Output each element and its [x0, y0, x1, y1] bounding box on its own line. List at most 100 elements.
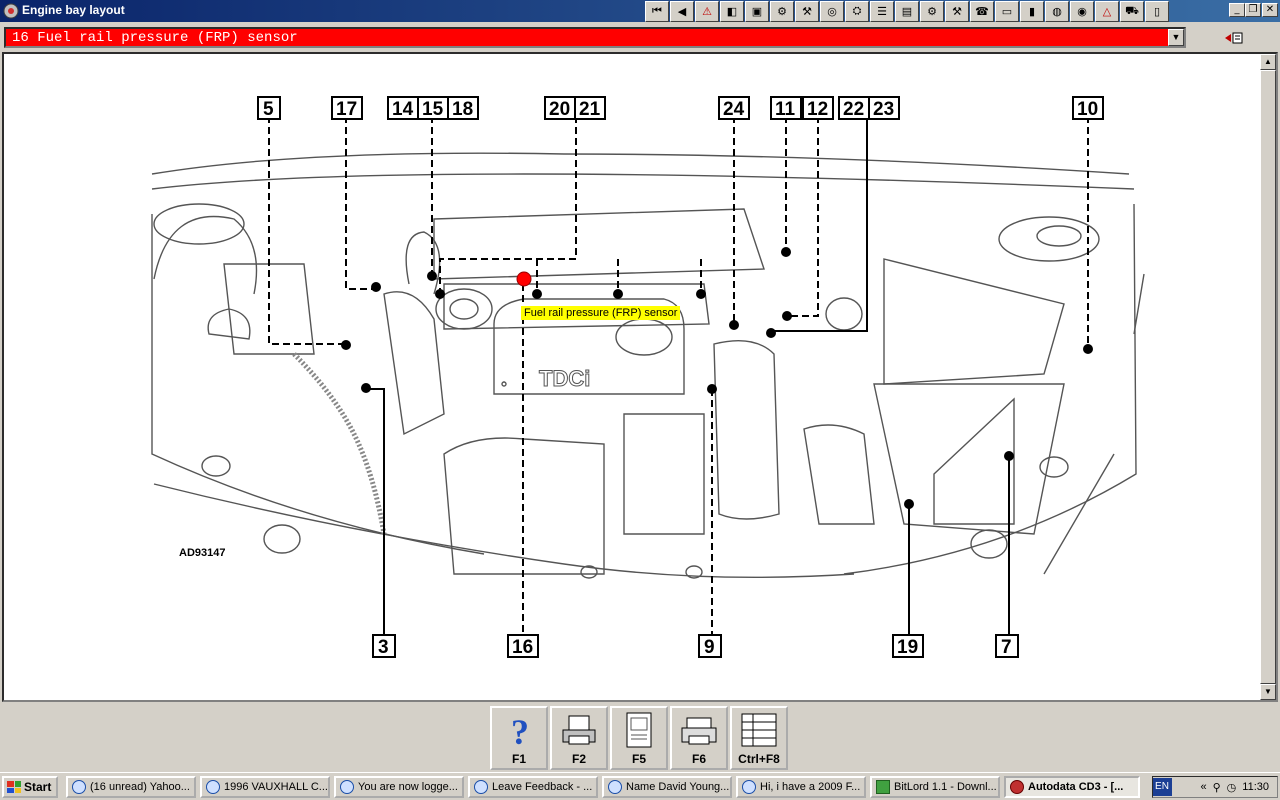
callout-18[interactable]: 18: [447, 96, 479, 120]
svg-text:24: 24: [723, 99, 745, 120]
back-toolbar-button[interactable]: ◀: [670, 1, 694, 22]
save-icon: ▤: [901, 6, 913, 18]
monitor-toolbar-button[interactable]: ▣: [745, 1, 769, 22]
highlighted-sensor-marker[interactable]: [516, 271, 532, 287]
minimize-button[interactable]: _: [1229, 3, 1245, 17]
callout-19[interactable]: 19: [892, 634, 924, 658]
engine-toolbar-button[interactable]: ⛭: [845, 1, 869, 22]
svg-text:5: 5: [263, 99, 274, 120]
callout-17[interactable]: 17: [331, 96, 363, 120]
callout-3[interactable]: 3: [372, 634, 396, 658]
browser-icon: [340, 780, 354, 794]
task-question[interactable]: Hi, i have a 2009 F...: [736, 776, 866, 798]
document-icon: [626, 712, 652, 748]
belt-toolbar-button[interactable]: ◍: [1045, 1, 1069, 22]
scroll-thumb[interactable]: [1260, 70, 1276, 684]
callout-21[interactable]: 21: [574, 96, 606, 120]
warning-toolbar-button[interactable]: ⚠: [695, 1, 719, 22]
save-toolbar-button[interactable]: ▤: [895, 1, 919, 22]
document-button[interactable]: F5: [610, 706, 668, 770]
phone-icon: ☎: [975, 6, 989, 18]
contrast-toolbar-button[interactable]: ◧: [720, 1, 744, 22]
callout-22[interactable]: 22: [838, 96, 870, 120]
svg-text:17: 17: [336, 99, 357, 120]
car-icon: ⛟: [1125, 4, 1139, 17]
task-yahoo[interactable]: (16 unread) Yahoo...: [66, 776, 196, 798]
wheel-toolbar-button[interactable]: ◉: [1070, 1, 1094, 22]
callout-16[interactable]: 16: [507, 634, 539, 658]
close-button[interactable]: ✕: [1262, 3, 1278, 17]
svg-text:14: 14: [392, 99, 414, 120]
list-toolbar-button[interactable]: ☰: [870, 1, 894, 22]
callout-14[interactable]: 14: [387, 96, 419, 120]
task-name[interactable]: Name David Young...: [602, 776, 732, 798]
svg-text:12: 12: [807, 99, 828, 120]
callout-11[interactable]: 11: [770, 96, 802, 120]
car-toolbar-button[interactable]: ⛟: [1120, 1, 1144, 22]
callout-23[interactable]: 23: [868, 96, 900, 120]
disc-toolbar-button[interactable]: ◎: [820, 1, 844, 22]
window-title: Engine bay layout: [22, 3, 125, 17]
tray-expand-icon[interactable]: «: [1200, 781, 1207, 793]
table-button[interactable]: Ctrl+F8: [730, 706, 788, 770]
app-icon: [3, 3, 19, 19]
svg-text:21: 21: [579, 99, 601, 120]
battery-toolbar-button[interactable]: ▮: [1020, 1, 1044, 22]
tools-icon: ⚙: [927, 6, 937, 18]
gear-toolbar-button[interactable]: ⚙: [770, 1, 794, 22]
autodata-icon: [1010, 780, 1024, 794]
svg-text:19: 19: [897, 637, 918, 658]
network-icon[interactable]: ⚲: [1212, 781, 1221, 794]
first-toolbar-button[interactable]: ⏮: [645, 1, 669, 22]
callout-5[interactable]: 5: [257, 96, 281, 120]
browser-icon: [72, 780, 86, 794]
table-icon: [741, 713, 777, 747]
function-key-bar: ? F1 F2 F5: [0, 702, 1280, 772]
svg-text:11: 11: [775, 99, 796, 120]
browser-icon: [474, 780, 488, 794]
svg-text:3: 3: [378, 637, 389, 658]
wrench-toolbar-button[interactable]: ⚒: [795, 1, 819, 22]
alert-toolbar-button[interactable]: △: [1095, 1, 1119, 22]
help-button[interactable]: ? F1: [490, 706, 548, 770]
monitor-icon: ▣: [751, 6, 763, 18]
spanner-toolbar-button[interactable]: ⚒: [945, 1, 969, 22]
component-select[interactable]: 16 Fuel rail pressure (FRP) sensor ▼: [4, 27, 1186, 48]
component-select-value: 16 Fuel rail pressure (FRP) sensor: [12, 30, 298, 46]
engine-bay-diagram: TDCi: [151, 96, 1145, 658]
notepad-toolbar-button[interactable]: ▯: [1145, 1, 1169, 22]
phone-toolbar-button[interactable]: ☎: [970, 1, 994, 22]
task-autodata[interactable]: Autodata CD3 - [...: [1004, 776, 1140, 798]
task-feedback[interactable]: Leave Feedback - ...: [468, 776, 598, 798]
list-view-icon[interactable]: [1190, 27, 1278, 48]
callout-7[interactable]: 7: [995, 634, 1019, 658]
svg-text:15: 15: [422, 99, 444, 120]
svg-text:16: 16: [512, 637, 533, 658]
task-vauxhall[interactable]: 1996 VAUXHALL C...: [200, 776, 330, 798]
callout-15[interactable]: 15: [417, 96, 449, 120]
start-button[interactable]: Start: [2, 776, 58, 798]
screen-toolbar-button[interactable]: ▭: [995, 1, 1019, 22]
component-selector-bar: 16 Fuel rail pressure (FRP) sensor ▼: [0, 22, 1280, 52]
callout-20[interactable]: 20: [544, 96, 576, 120]
restore-button[interactable]: ❐: [1245, 3, 1261, 17]
task-bitlord[interactable]: BitLord 1.1 - Downl...: [870, 776, 1000, 798]
belt-icon: ◍: [1052, 6, 1062, 18]
vertical-scrollbar[interactable]: ▲ ▼: [1260, 54, 1276, 700]
callout-12[interactable]: 12: [802, 96, 834, 120]
tools-toolbar-button[interactable]: ⚙: [920, 1, 944, 22]
contrast-icon: ◧: [726, 6, 738, 18]
callout-24[interactable]: 24: [718, 96, 750, 120]
printer-button[interactable]: F6: [670, 706, 728, 770]
spanner-icon: ⚒: [952, 6, 962, 18]
clock[interactable]: 11:30: [1242, 781, 1269, 793]
language-indicator[interactable]: EN: [1152, 778, 1172, 796]
dropdown-arrow-icon[interactable]: ▼: [1168, 29, 1184, 46]
callout-10[interactable]: 10: [1072, 96, 1104, 120]
scroll-down-icon[interactable]: ▼: [1260, 684, 1276, 700]
scroll-up-icon[interactable]: ▲: [1260, 54, 1276, 70]
callout-9[interactable]: 9: [698, 634, 722, 658]
browser-icon: [206, 780, 220, 794]
task-logged-in[interactable]: You are now logge...: [334, 776, 464, 798]
print-button[interactable]: F2: [550, 706, 608, 770]
